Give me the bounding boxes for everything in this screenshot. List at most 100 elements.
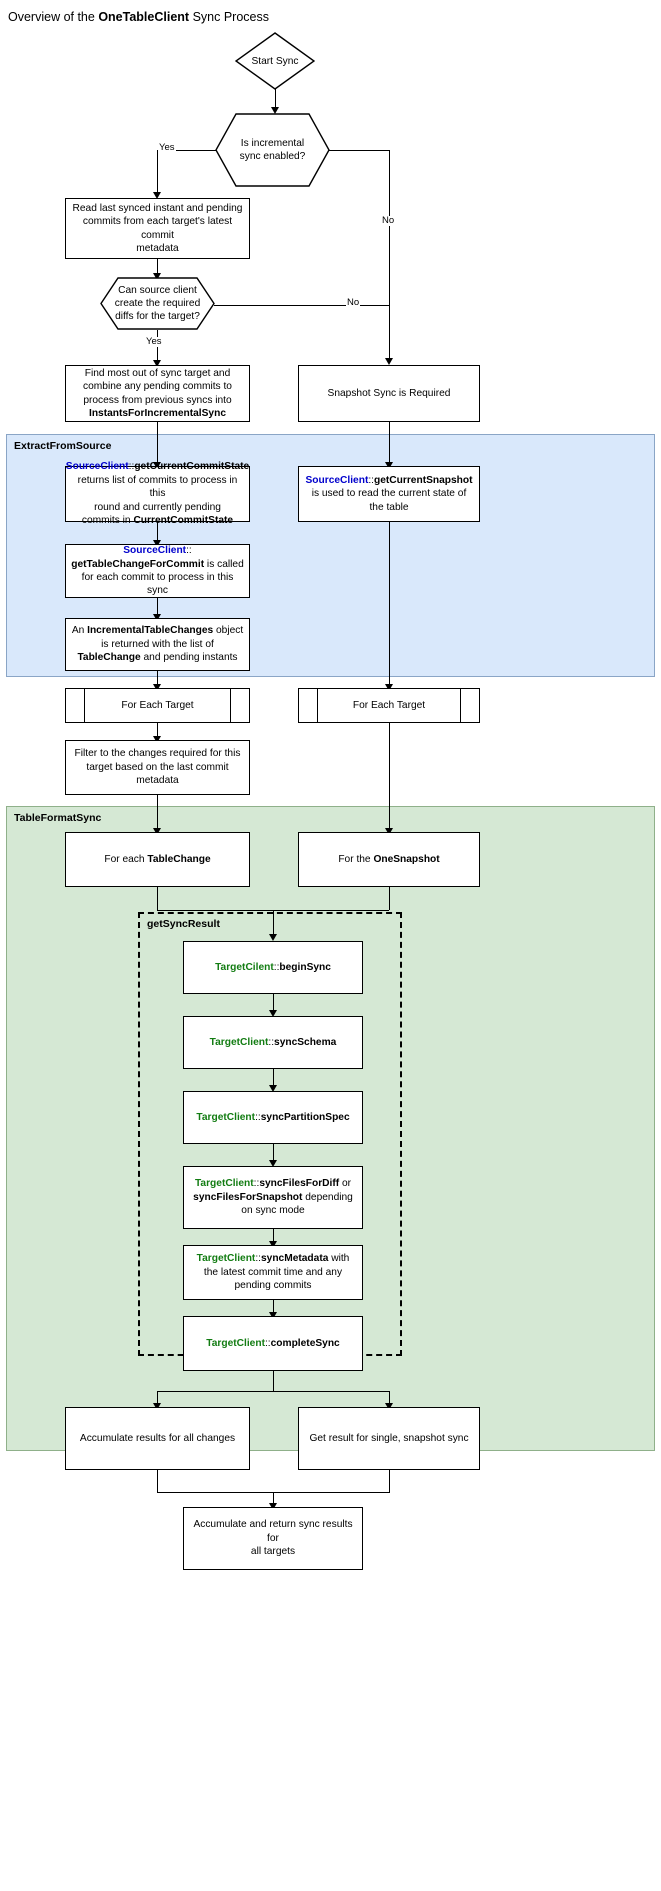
node-find-most-out-of-sync[interactable]: Find most out of sync target and combine…: [65, 365, 250, 422]
node-get-current-commit-state-head: SourceClient::getCurrentCommitState: [65, 461, 250, 473]
edge-partitionspec-to-syncfiles: [273, 1144, 274, 1164]
node-decision-incremental-sync-label: Is incremental sync enabled?: [239, 137, 306, 162]
node-complete-sync[interactable]: TargetClient::completeSync: [183, 1316, 363, 1371]
node-accumulate-all-changes[interactable]: Accumulate results for all changes: [65, 1407, 250, 1470]
edge-label-yes-diffs: Yes: [145, 336, 163, 347]
node-for-each-table-change-text: For each TableChange: [104, 853, 211, 865]
node-accumulate-return-results[interactable]: Accumulate and return sync results for a…: [183, 1507, 363, 1570]
edge-merge-to-final: [273, 1492, 274, 1507]
edge-getsnapshot-to-foreach-right: [389, 522, 390, 688]
edge-tablechange-to-incremental: [157, 598, 158, 618]
subgraph-get-sync-result-label: getSyncResult: [147, 918, 220, 930]
edge-beginsync-to-syncschema: [273, 994, 274, 1014]
arrow-foreach-to-filter: [153, 736, 161, 743]
arrow-diffs-yes: [153, 360, 161, 367]
node-sync-files-text: TargetClient::syncFilesForDiff or syncFi…: [193, 1178, 353, 1217]
node-incremental-table-changes[interactable]: An IncrementalTableChanges object is ret…: [65, 618, 250, 671]
arrow-merge-to-final: [269, 1503, 277, 1510]
node-for-the-one-snapshot[interactable]: For the OneSnapshot: [298, 832, 480, 887]
arrow-syncschema-to-partitionspec: [269, 1085, 277, 1092]
arrow-filter-to-foreach-tablechange: [153, 828, 161, 835]
node-for-each-table-change[interactable]: For each TableChange: [65, 832, 250, 887]
node-snapshot-sync-required[interactable]: Snapshot Sync is Required: [298, 365, 480, 422]
node-sync-schema[interactable]: TargetClient::syncSchema: [183, 1016, 363, 1069]
arrow-find-to-commitstate: [153, 462, 161, 469]
edge-commitstate-to-tablechange: [157, 522, 158, 544]
node-sync-files[interactable]: TargetClient::syncFilesForDiff or syncFi…: [183, 1166, 363, 1229]
node-get-current-commit-state[interactable]: SourceClient::getCurrentCommitState retu…: [65, 461, 250, 527]
node-for-the-one-snapshot-text: For the OneSnapshot: [338, 853, 440, 865]
edge-accumulate-left-down: [157, 1470, 158, 1492]
edge-syncfiles-to-syncmetadata: [273, 1229, 274, 1245]
edge-merge-to-beginsync-v: [273, 910, 274, 937]
arrow-syncfiles-to-syncmetadata: [269, 1241, 277, 1248]
title-suffix: Sync Process: [189, 10, 269, 24]
arrow-no-to-snapshot: [385, 358, 393, 365]
title-prefix: Overview of the: [8, 10, 99, 24]
arrow-beginsync-to-syncschema: [269, 1010, 277, 1017]
edge-completesync-split: [157, 1391, 390, 1392]
node-read-last-synced-commits[interactable]: Read last synced instant and pending com…: [65, 198, 250, 259]
edge-filter-to-foreach-tablechange: [157, 795, 158, 832]
node-get-table-change-for-commit[interactable]: SourceClient::getTableChangeForCommit is…: [65, 544, 250, 598]
page-title: Overview of the OneTableClient Sync Proc…: [8, 10, 269, 24]
arrow-decision-yes: [153, 192, 161, 199]
node-get-table-change-text: SourceClient::getTableChangeForCommit is…: [71, 545, 244, 597]
node-for-each-target-left[interactable]: For Each Target: [65, 688, 250, 723]
node-filter-changes[interactable]: Filter to the changes required for this …: [65, 740, 250, 795]
edge-decision-no-horizontal: [329, 150, 389, 151]
edge-label-no-diffs: No: [346, 297, 361, 308]
node-begin-sync[interactable]: TargetCilent::beginSync: [183, 941, 363, 994]
arrow-tablechange-to-incremental: [153, 614, 161, 621]
node-decision-can-create-diffs[interactable]: Can source client create the required di…: [100, 277, 215, 330]
arrow-split-left: [153, 1403, 161, 1410]
node-get-result-single-snapshot[interactable]: Get result for single, snapshot sync: [298, 1407, 480, 1470]
node-sync-metadata-text: TargetClient::syncMetadata with the late…: [196, 1253, 350, 1292]
edge-completesync-down: [273, 1371, 274, 1391]
edge-incremental-to-foreach-left: [157, 671, 158, 688]
edge-label-no-incremental: No: [381, 215, 396, 226]
title-bold: OneTableClient: [98, 10, 190, 24]
arrow-syncmetadata-to-completesync: [269, 1312, 277, 1319]
edge-tablechange-down: [157, 887, 158, 910]
arrow-foreach-right-to-onesnapshot: [385, 828, 393, 835]
node-decision-incremental-sync[interactable]: Is incremental sync enabled?: [215, 113, 330, 187]
node-start-sync[interactable]: Start Sync: [235, 32, 315, 90]
arrow-commitstate-to-tablechange: [153, 540, 161, 547]
edge-read-to-diffs: [157, 259, 158, 276]
edge-find-to-commitstate: [157, 422, 158, 466]
edge-syncmetadata-to-completesync: [273, 1300, 274, 1316]
node-begin-sync-text: TargetCilent::beginSync: [215, 961, 331, 973]
hexagon-shape-icon: [215, 113, 330, 187]
edge-label-yes-incremental: Yes: [158, 142, 176, 153]
node-sync-partition-spec-text: TargetClient::syncPartitionSpec: [196, 1111, 350, 1123]
edge-diffs-no-horizontal: [214, 305, 390, 306]
edge-onesnapshot-down: [389, 887, 390, 910]
node-decision-can-create-diffs-label: Can source client create the required di…: [114, 284, 201, 323]
arrow-incremental-to-foreach-left: [153, 684, 161, 691]
edge-accumulate-right-down: [389, 1470, 390, 1492]
edge-syncschema-to-partitionspec: [273, 1069, 274, 1089]
edge-snapshot-to-getsnapshot: [389, 422, 390, 466]
node-get-current-commit-state-line4: commits in CurrentCommitState: [81, 515, 234, 527]
edge-foreach-to-filter: [157, 723, 158, 740]
node-sync-schema-text: TargetClient::syncSchema: [209, 1036, 337, 1048]
edge-decision-no-vertical: [389, 150, 390, 361]
node-for-each-target-right[interactable]: For Each Target: [298, 688, 480, 723]
node-incremental-table-changes-text: An IncrementalTableChanges object is ret…: [71, 625, 244, 664]
diamond-shape-icon: [235, 32, 315, 90]
edge-split-left: [157, 1391, 158, 1407]
edge-start-to-decision: [275, 89, 276, 109]
arrow-merge-to-beginsync: [269, 934, 277, 941]
arrow-split-right: [385, 1403, 393, 1410]
edge-split-right: [389, 1391, 390, 1407]
node-sync-partition-spec[interactable]: TargetClient::syncPartitionSpec: [183, 1091, 363, 1144]
hexagon-shape-icon: [100, 277, 215, 330]
node-sync-metadata[interactable]: TargetClient::syncMetadata with the late…: [183, 1245, 363, 1300]
edge-foreach-right-to-onesnapshot: [389, 723, 390, 832]
arrow-getsnapshot-to-foreach-right: [385, 684, 393, 691]
node-get-current-snapshot-text: SourceClient::getCurrentSnapshot is used…: [305, 474, 473, 513]
arrow-partitionspec-to-syncfiles: [269, 1160, 277, 1167]
node-get-current-snapshot[interactable]: SourceClient::getCurrentSnapshot is used…: [298, 466, 480, 522]
